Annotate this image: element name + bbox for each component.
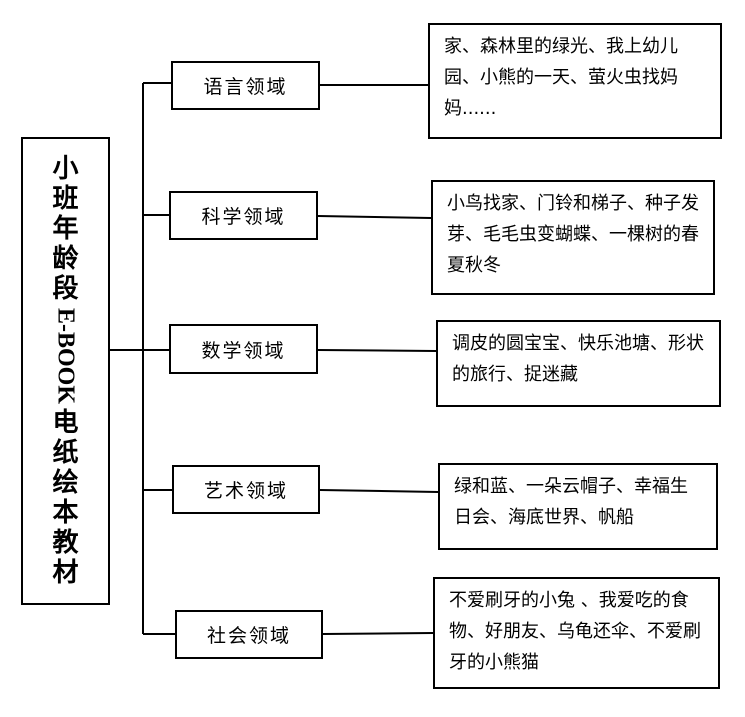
domain-social: 社会领域	[175, 610, 323, 659]
content-art: 绿和蓝、一朵云帽子、幸福生日会、海底世界、帆船	[438, 463, 718, 550]
root-title-latin: E-BOOK	[52, 307, 79, 404]
content-language: 家、森林里的绿光、我上幼儿园、小熊的一天、萤火虫找妈妈......	[428, 23, 722, 139]
leaf-line	[317, 215, 432, 219]
domain-language: 语言领域	[171, 61, 320, 110]
root-title-char: 小	[52, 153, 79, 184]
content-science: 小鸟找家、门铃和梯子、种子发芽、毛毛虫变蝴蝶、一棵树的春夏秋冬	[431, 180, 715, 295]
root-title-char: 班	[52, 183, 79, 214]
domain-art: 艺术领域	[172, 465, 320, 514]
root-title-char: 纸	[52, 438, 79, 468]
leaf-line	[322, 632, 434, 635]
root-title-char: 本	[52, 498, 79, 528]
content-social: 不爱刷牙的小兔 、我爱吃的食物、好朋友、乌龟还伞、不爱刷牙的小熊猫	[433, 577, 720, 689]
leaf-line	[319, 489, 439, 493]
root-title-char: 段	[52, 273, 79, 304]
domain-math: 数学领域	[169, 324, 318, 374]
root-title-char: 材	[52, 558, 79, 588]
root-title-char: 年	[52, 213, 79, 244]
root-title-box: 小 班 年 龄 段 E-BOOK 电 纸 绘 本 教 材	[21, 137, 110, 605]
root-title-char: 电	[52, 408, 79, 438]
root-title-char: 教	[52, 528, 79, 558]
leaf-line	[317, 349, 437, 352]
content-math: 调皮的圆宝宝、快乐池塘、形状的旅行、捉迷藏	[436, 320, 721, 407]
root-title-char: 绘	[52, 468, 79, 498]
domain-science: 科学领域	[169, 191, 318, 240]
root-title-char: 龄	[52, 243, 79, 274]
